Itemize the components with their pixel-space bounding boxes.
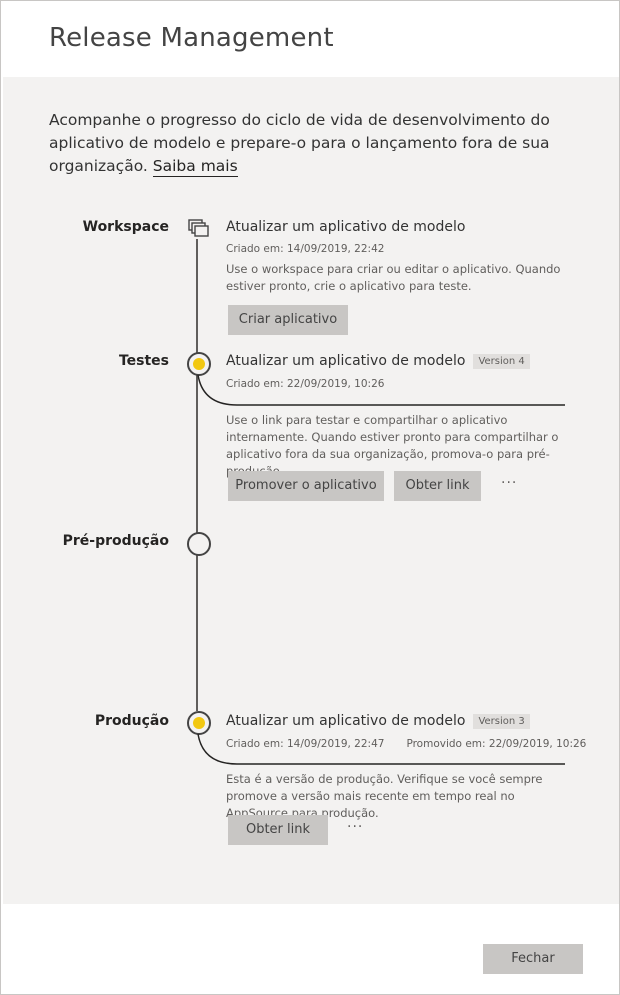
stage-node-preprod bbox=[187, 532, 211, 556]
testing-version-badge: Version 4 bbox=[473, 353, 530, 369]
production-more-options-button[interactable]: ··· bbox=[347, 819, 364, 835]
testing-description: Use o link para testar e compartilhar o … bbox=[226, 413, 559, 478]
intro-body: Acompanhe o progresso do ciclo de vida d… bbox=[49, 111, 550, 175]
production-connector bbox=[197, 734, 565, 765]
stage-node-production bbox=[187, 711, 211, 735]
testing-item-title: Atualizar um aplicativo de modelo Version… bbox=[226, 353, 530, 369]
close-button[interactable]: Fechar bbox=[483, 944, 583, 974]
stage-node-testing bbox=[187, 352, 211, 376]
production-created: Criado em: 14/09/2019, 22:47 bbox=[226, 738, 385, 750]
production-item-title: Atualizar um aplicativo de modelo Version… bbox=[226, 713, 530, 729]
production-description: Esta é a versão de produção. Verifique s… bbox=[226, 772, 543, 820]
timeline-line bbox=[196, 239, 198, 711]
production-promoted: Promovido em: 22/09/2019, 10:26 bbox=[406, 738, 587, 750]
production-get-link-button[interactable]: Obter link bbox=[228, 815, 328, 845]
production-title-text: Atualizar um aplicativo de modelo bbox=[226, 713, 466, 729]
learn-more-link[interactable]: Saiba mais bbox=[152, 157, 238, 177]
dialog-title: Release Management bbox=[49, 23, 334, 53]
testing-title-text: Atualizar um aplicativo de modelo bbox=[226, 353, 466, 369]
production-dates: Criado em: 14/09/2019, 22:47 Promovido em… bbox=[226, 738, 586, 750]
workspace-icon bbox=[188, 219, 209, 237]
intro-text: Acompanhe o progresso do ciclo de vida d… bbox=[49, 109, 579, 178]
workspace-created: Criado em: 14/09/2019, 22:42 bbox=[226, 243, 385, 255]
promote-app-button[interactable]: Promover o aplicativo bbox=[228, 471, 384, 501]
stage-label-preprod: Pré-produção bbox=[62, 533, 169, 549]
testing-more-options-button[interactable]: ··· bbox=[501, 475, 518, 491]
workspace-item-title: Atualizar um aplicativo de modelo bbox=[226, 219, 466, 235]
workspace-description: Use o workspace para criar ou editar o a… bbox=[226, 262, 561, 293]
testing-connector bbox=[197, 375, 565, 406]
create-app-button[interactable]: Criar aplicativo bbox=[228, 305, 348, 335]
testing-get-link-button[interactable]: Obter link bbox=[394, 471, 481, 501]
stage-label-production: Produção bbox=[94, 713, 169, 729]
testing-created: Criado em: 22/09/2019, 10:26 bbox=[226, 378, 385, 390]
stage-label-testing: Testes bbox=[118, 353, 169, 369]
stage-label-workspace: Workspace bbox=[82, 219, 169, 235]
production-version-badge: Version 3 bbox=[473, 713, 530, 729]
